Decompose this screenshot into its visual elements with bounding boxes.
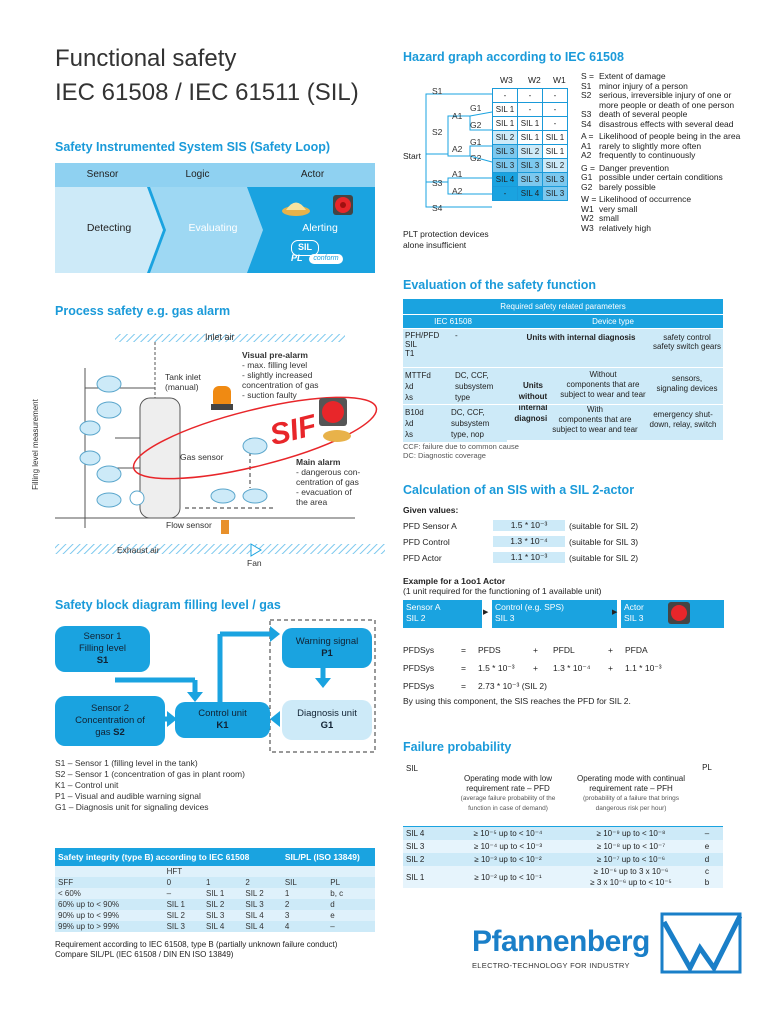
sis-step-evaluating: Evaluating [188, 222, 238, 234]
sis-chain: Sensor A SIL 2 ▶ Control (e.g. SPS) SIL … [403, 600, 724, 628]
sis-heading: Safety Instrumented System SIS (Safety L… [55, 140, 331, 154]
process-heading: Process safety e.g. gas alarm [55, 304, 231, 318]
block-arrows [115, 619, 376, 753]
brand-name: Pfannenberg [472, 925, 650, 958]
exhaust-air-label: Exhaust air [117, 545, 160, 555]
hazard-start: Start [403, 151, 421, 161]
pfd-equations: PFDSys=PFDS+PFDL+PFDA PFDSys=1.5 * 10⁻³+1… [403, 640, 723, 694]
hazard-legend-item: G =Danger prevention [581, 162, 669, 173]
sis-step-detecting: Detecting [86, 222, 132, 234]
pfd-equation-line: PFDSys=PFDS+PFDL+PFDA [403, 645, 648, 655]
block-heading: Safety block diagram filling level / gas [55, 598, 281, 612]
main-alarm-block: Main alarm - dangerous con- centration o… [296, 457, 361, 507]
calc-heading: Calculation of an SIS with a SIL 2-actor [403, 483, 635, 497]
inlet-air-label: Inlet air [205, 332, 235, 342]
node-g1: G1 [470, 103, 482, 113]
sis-chevrons [55, 187, 263, 273]
title-line-2: IEC 61508 / IEC 61511 (SIL) [55, 79, 359, 106]
sis-col-logic: Logic [185, 169, 210, 180]
node-a2: A2 [452, 144, 463, 154]
sis-step-alerting: Alerting [302, 222, 338, 234]
node-a2b: A2 [452, 186, 463, 196]
plt-note: PLT protection devices alone insufficien… [403, 229, 489, 250]
brand-logo: Pfannenberg ELECTRO-TECHNOLOGY FOR INDUS… [472, 925, 650, 970]
brand-mark-icon [660, 912, 742, 974]
node-g2b: G2 [470, 153, 482, 163]
hazard-legend-item: A =Likelihood of people being in the are… [581, 131, 741, 141]
beacon-yellow-icon [282, 202, 310, 216]
calc-conclusion: By using this component, the SIS reaches… [403, 696, 631, 706]
pre-alarm-block: Visual pre-alarm - max. filling level - … [242, 350, 319, 400]
node-s2: S2 [432, 127, 443, 137]
filling-level-label: Filling level measurement [30, 399, 40, 490]
given-label: Given values: [403, 505, 459, 515]
node-a1b: A1 [452, 169, 463, 179]
integrity-notes: Requirement according to IEC 61508, type… [55, 940, 338, 959]
page-title: Functional safety IEC 61508 / IEC 61511 … [55, 44, 359, 108]
flow-sensor-label: Flow sensor [166, 520, 212, 530]
failure-table: SIL Operating mode with low requirement … [403, 762, 723, 888]
pfd-equation-line: PFDSys=2.73 * 10⁻³ (SIL 2) [403, 681, 547, 691]
hazard-tree [425, 93, 493, 208]
brand-tagline: ELECTRO-TECHNOLOGY FOR INDUSTRY [472, 961, 630, 970]
node-g1b: G1 [470, 137, 482, 147]
block-legend: S1 – Sensor 1 (filling level in the tank… [55, 758, 245, 812]
hazard-heading: Hazard graph according to IEC 61508 [403, 50, 624, 64]
sis-col-actor: Actor [300, 169, 325, 180]
sis-col-sensor: Sensor [86, 169, 119, 180]
tank-inlet-label: Tank inlet (manual) [165, 372, 201, 392]
evaluation-table: Required safety related parameters IEC 6… [403, 299, 723, 460]
node-s3: S3 [432, 178, 443, 188]
hazard-legend-item: S =Extent of damage [581, 71, 666, 81]
title-line-1: Functional safety [55, 45, 237, 72]
node-s1: S1 [432, 86, 443, 96]
sounder-red-icon [333, 195, 353, 215]
node-a1: A1 [452, 111, 463, 121]
process-diagram [55, 328, 385, 568]
sis-panel: Sensor Logic Actor Detecting Evaluating … [55, 163, 375, 273]
node-g2: G2 [470, 120, 482, 130]
integrity-table: Safety integrity (type B) according to I… [55, 848, 375, 960]
fan-label: Fan [247, 558, 262, 568]
sil-pl-conform-badge: SIL PL conform [287, 240, 343, 268]
gas-sensor-label: Gas sensor [180, 452, 224, 462]
failure-heading: Failure probability [403, 740, 512, 754]
example-title: Example for a 1oo1 Actor (1 unit require… [403, 576, 602, 596]
hazard-legend-item: W =Likelihood of occurrence [581, 194, 692, 204]
node-s4: S4 [432, 203, 443, 213]
pfd-equation-line: PFDSys=1.5 * 10⁻³+1.3 * 10⁻⁴+1.1 * 10⁻³ [403, 663, 662, 673]
evaluation-heading: Evaluation of the safety function [403, 278, 597, 292]
actor-sounder-icon [668, 602, 690, 624]
